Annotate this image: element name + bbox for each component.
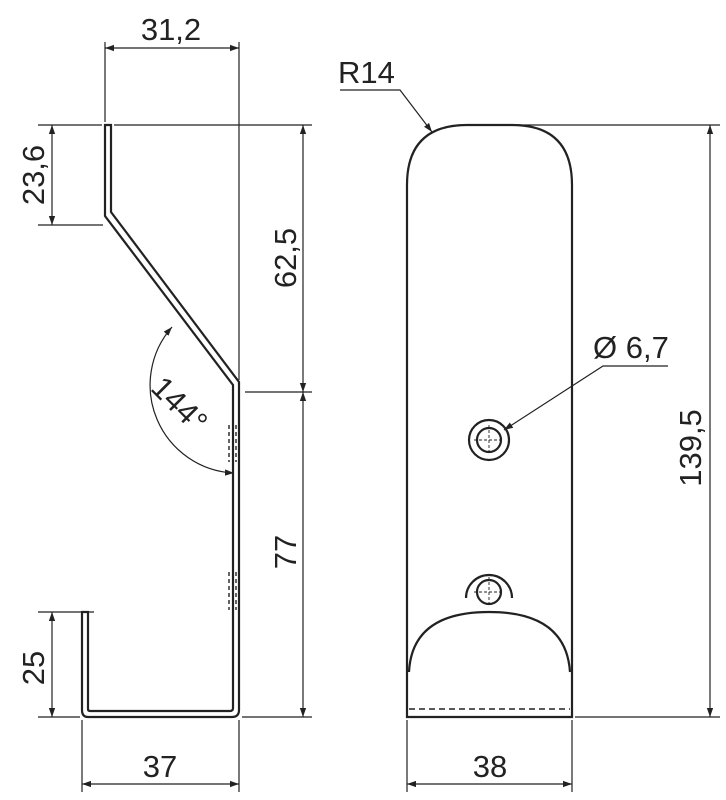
hook-profile [80,123,241,719]
dim-upper-height-label: 62,5 [268,228,303,288]
hook-face-arch [407,610,572,673]
front-outline [405,123,574,719]
dim-top-leg-label: 23,6 [16,145,51,205]
dim-angle-label: 144° [144,370,214,440]
front-view: R14 Ø 6,7 139,5 38 [338,55,720,792]
dim-radius: R14 [338,55,433,133]
dim-bottom-width-label: 37 [143,749,177,784]
dim-front-width: 38 [406,720,573,792]
dim-bottom-width: 37 [81,720,240,792]
dim-hole-diameter: Ø 6,7 [503,330,669,431]
dim-top-width-label: 31,2 [141,12,201,47]
dim-radius-label: R14 [338,55,395,90]
dim-hook-height-label: 25 [16,651,51,685]
dim-total-height-label: 139,5 [673,409,708,487]
dim-angle: 144° [144,326,235,476]
dim-hole-diameter-label: Ø 6,7 [593,330,669,365]
dim-upper-height: 62,5 [114,124,312,393]
dim-hook-height: 25 [16,611,94,718]
dim-front-width-label: 38 [473,749,507,784]
dim-lower-height: 77 [242,392,312,718]
dim-top-leg: 23,6 [16,124,103,226]
dim-top-width: 31,2 [104,12,240,380]
upper-hole [467,418,511,462]
lower-hole [464,573,514,607]
dim-lower-height-label: 77 [268,535,303,569]
dim-total-height: 139,5 [515,124,720,718]
side-view: 31,2 23,6 62,5 144° 77 [16,12,312,792]
